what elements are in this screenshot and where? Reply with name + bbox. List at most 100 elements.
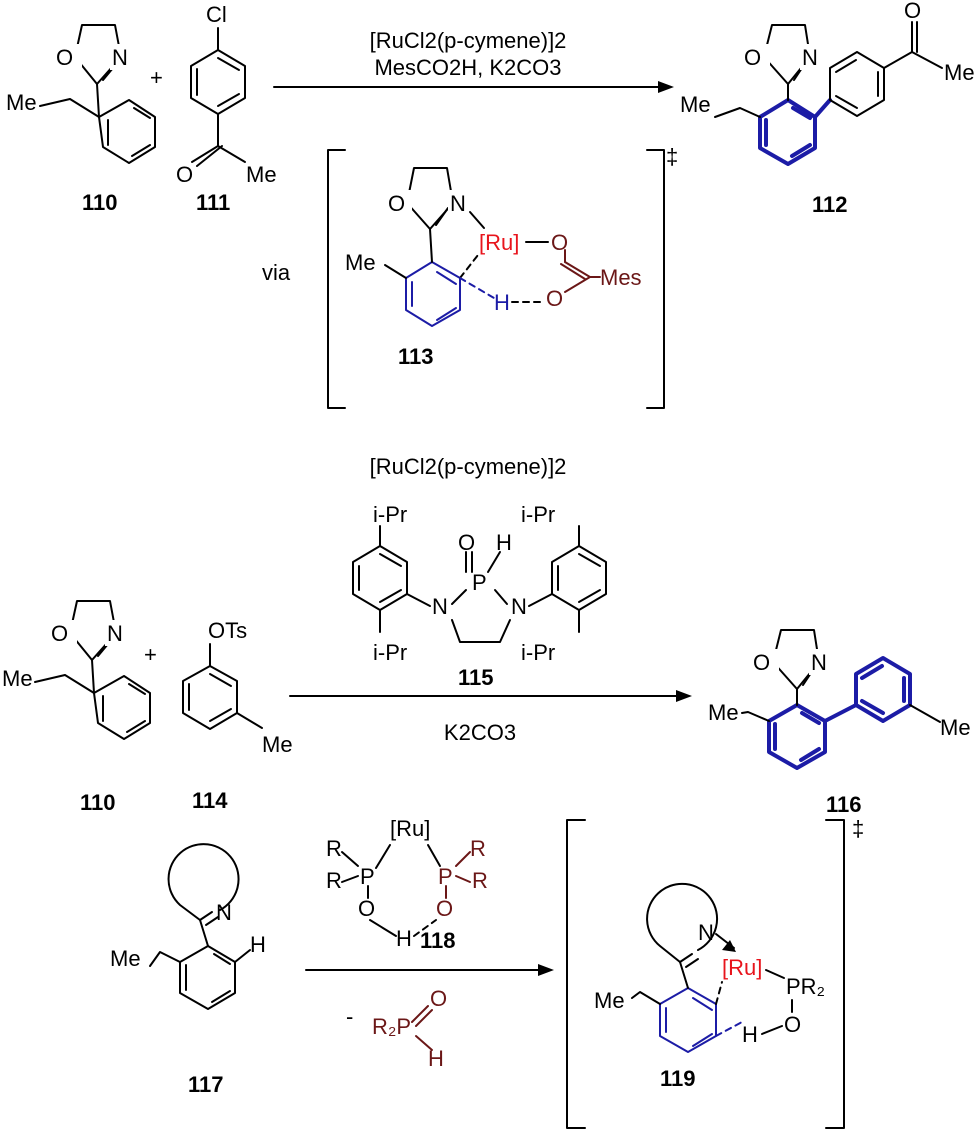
atom-Me: Me: [680, 92, 711, 117]
compound-number-116: 116: [826, 792, 862, 817]
atom-H: H: [742, 1022, 758, 1047]
via-label: via: [262, 260, 291, 285]
bracket-left: [566, 819, 586, 1129]
atom-O: O: [176, 162, 193, 187]
atom-N: N: [107, 621, 123, 646]
compound-116: O N Me Me 116: [708, 629, 971, 817]
compound-number-115: 115: [458, 665, 494, 690]
atom-H: H: [250, 932, 266, 957]
compound-number-117: 117: [188, 1072, 224, 1097]
compound-number-118: 118: [420, 928, 456, 953]
ligand-115: i-Pr i-Pr i-Pr i-Pr N N P O H 115: [352, 502, 607, 690]
atom-Cl: Cl: [206, 2, 227, 27]
atom-O: O: [436, 896, 453, 921]
compound-number-113: 113: [398, 344, 434, 369]
atom-O: O: [551, 230, 568, 255]
atom-O: O: [56, 45, 73, 70]
plus-sign: +: [144, 642, 157, 667]
atom-O: O: [784, 1012, 801, 1037]
transition-state-119: ‡ Me N [Ru] PR₂ O H 119: [566, 816, 864, 1129]
atom-H: H: [494, 290, 510, 315]
atom-Me: Me: [262, 732, 293, 757]
substituent-R: R: [326, 836, 342, 861]
phosphorus-PR2: PR₂: [786, 974, 825, 999]
atom-O: O: [753, 650, 770, 675]
atom-Me: Me: [2, 666, 33, 691]
atom-O: O: [546, 286, 563, 311]
tosylate-group: OTs: [208, 618, 247, 643]
compound-117: N Me H 117: [110, 843, 266, 1097]
atom-Me: Me: [594, 988, 625, 1013]
compound-number-119: 119: [660, 1066, 696, 1091]
atom-Me: Me: [6, 90, 37, 115]
dagger: ‡: [666, 144, 678, 169]
minus-sign: -: [346, 1004, 353, 1029]
atom-O: O: [358, 896, 375, 921]
scheme-1: O N Me 110 + Cl O Me 111 [RuCl2(p-cymene…: [6, 0, 975, 409]
atom-Me: Me: [110, 946, 141, 971]
atom-O: O: [904, 0, 921, 23]
reaction-arrow-2: K2CO3: [289, 690, 692, 745]
isopropyl-group: i-Pr: [521, 640, 555, 665]
plus-sign: +: [150, 65, 163, 90]
atom-O: O: [430, 986, 447, 1011]
atom-H: H: [396, 926, 412, 951]
compound-number-111: 111: [196, 190, 230, 215]
ruthenium-center: [Ru]: [722, 955, 762, 980]
bracket-left: [327, 149, 346, 409]
compound-110-bottom: O N Me 110: [2, 600, 151, 815]
scheme-3: N Me H 117 R R P [Ru] P R R O O H 118 - …: [110, 816, 864, 1129]
atom-O: O: [51, 621, 68, 646]
scheme-2: [RuCl2(p-cymene)]2 O N Me 110 + OTs Me 1…: [2, 454, 971, 817]
compound-number-112: 112: [812, 192, 848, 217]
atom-H: H: [496, 530, 512, 555]
atom-O: O: [458, 530, 475, 555]
compound-111: Cl O Me 111: [176, 2, 277, 215]
substituent-R: R: [470, 836, 486, 861]
atom-N: N: [811, 650, 827, 675]
atom-P: P: [438, 864, 453, 889]
atom-N: N: [450, 191, 466, 216]
atom-Me: Me: [345, 250, 376, 275]
atom-N: N: [112, 45, 128, 70]
atom-N: N: [698, 920, 714, 945]
phosphine-oxide-R2P: R₂P: [372, 1014, 411, 1039]
reagent-line-2: MesCO2H, K2CO3: [374, 55, 561, 80]
ruthenium-center: [Ru]: [390, 816, 430, 841]
atom-N: N: [511, 594, 527, 619]
bracket-right: [825, 819, 845, 1129]
base-label: K2CO3: [444, 720, 516, 745]
atom-Me: Me: [944, 60, 975, 85]
reaction-arrow-3: - R₂P O H: [305, 964, 554, 1071]
atom-P: P: [472, 570, 487, 595]
compound-number-110: 110: [80, 790, 116, 815]
reagent-line-1: [RuCl2(p-cymene)]2: [370, 28, 567, 53]
substituent-R: R: [326, 868, 342, 893]
isopropyl-group: i-Pr: [373, 640, 407, 665]
compound-110-top: O N Me 110: [6, 24, 156, 215]
substituent-R: R: [472, 868, 488, 893]
atom-O: O: [744, 45, 761, 70]
catalyst-118: R R P [Ru] P R R O O H 118: [326, 816, 488, 953]
transition-state-113: ‡ via Me O N [Ru] O O Mes H 113: [262, 144, 678, 409]
atom-Me: Me: [940, 715, 971, 740]
atom-Me: Me: [246, 162, 277, 187]
atom-O: O: [388, 191, 405, 216]
reaction-arrow-1: [RuCl2(p-cymene)]2 MesCO2H, K2CO3: [273, 28, 674, 93]
bracket-right: [646, 149, 665, 409]
isopropyl-group: i-Pr: [373, 502, 407, 527]
atom-N: N: [432, 594, 448, 619]
dagger: ‡: [852, 816, 864, 841]
compound-number-110: 110: [82, 190, 118, 215]
mesityl-group: Mes: [600, 265, 642, 290]
atom-P: P: [360, 864, 375, 889]
isopropyl-group: i-Pr: [521, 502, 555, 527]
atom-Me: Me: [708, 700, 739, 725]
atom-H: H: [428, 1046, 444, 1071]
ruthenium-center: [Ru]: [479, 230, 519, 255]
reagent-top: [RuCl2(p-cymene)]2: [370, 454, 567, 479]
atom-N: N: [216, 900, 232, 925]
atom-N: N: [802, 45, 818, 70]
compound-112: O N Me O Me 112: [680, 0, 975, 217]
